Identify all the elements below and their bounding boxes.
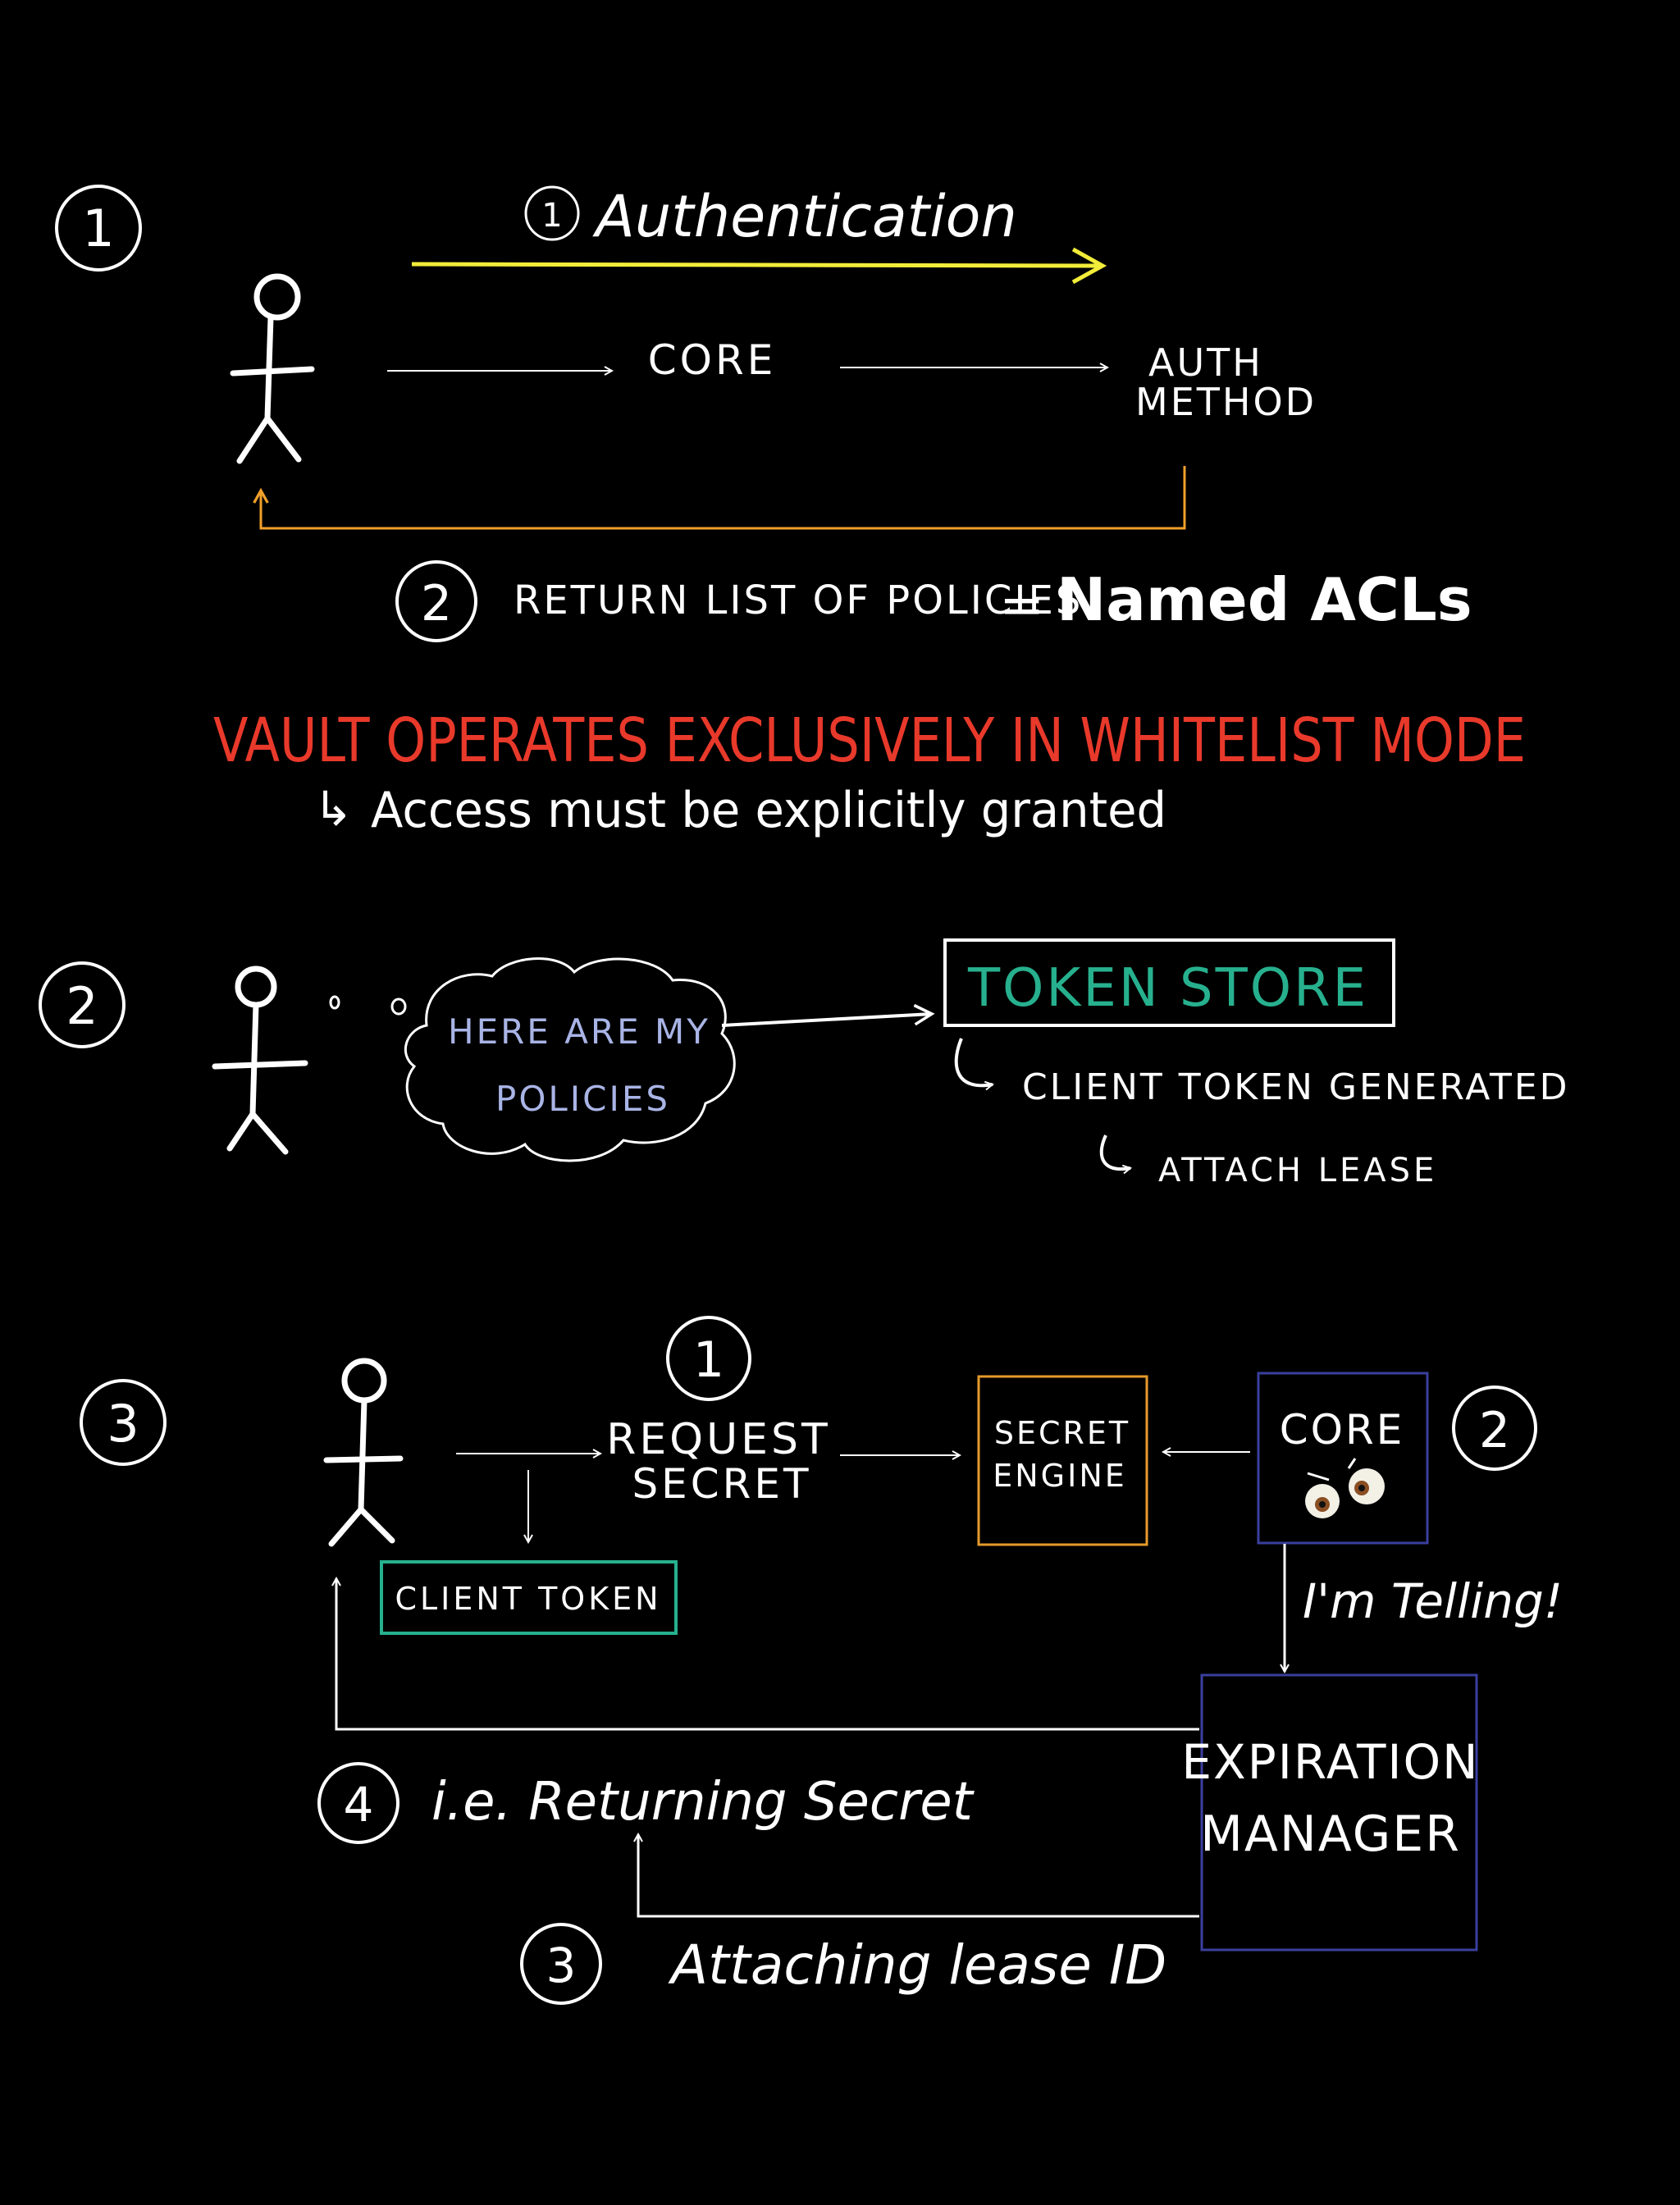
secret-engine-line-1: SECRET — [994, 1415, 1130, 1451]
user-stick-figure — [323, 1358, 404, 1547]
equals-sign: = — [999, 573, 1044, 637]
section-3-number: 3 — [107, 1394, 139, 1454]
attach-lease-hook-arrow — [1099, 1134, 1130, 1169]
auth-step-1-number: 1 — [541, 197, 562, 235]
authentication-arrow — [411, 247, 1107, 285]
lease-step-3-circle — [520, 1923, 602, 2005]
secret-engine-box — [977, 1375, 1148, 1546]
section-2-number-circle — [39, 961, 126, 1048]
user-stick-figure — [212, 966, 308, 1155]
user-stick-figure — [230, 273, 315, 464]
expiration-manager-line-1: EXPIRATION — [1181, 1734, 1479, 1790]
return-step-2-number: 2 — [421, 575, 452, 632]
client-token-box — [380, 1560, 678, 1635]
section-1-number-circle — [55, 185, 142, 272]
return-step-4-circle — [317, 1762, 399, 1844]
thought-dot-medium — [390, 998, 407, 1016]
request-line-2: SECRET — [632, 1460, 811, 1508]
return-policies-label: RETURN LIST OF POLICIES — [514, 578, 1083, 623]
core-step-2-number: 2 — [1479, 1402, 1510, 1459]
thought-cloud — [404, 957, 736, 1162]
policies-return-arrow — [261, 466, 1186, 530]
request-line-1: REQUEST — [606, 1415, 831, 1464]
authentication-label: Authentication — [592, 183, 1017, 250]
token-store-label: TOKEN STORE — [967, 958, 1368, 1019]
im-telling-label: I'm Telling! — [1303, 1573, 1563, 1629]
return-step-2-circle — [395, 560, 477, 642]
expiration-manager-line-2: MANAGER — [1200, 1806, 1461, 1863]
named-acls-label: Named ACLs — [1057, 565, 1472, 634]
attach-lease-label: ATTACH LEASE — [1158, 1152, 1437, 1189]
policies-to-token-store-arrow — [721, 1003, 935, 1027]
auth-method-line-2: METHOD — [1135, 380, 1317, 424]
lease-step-3-number: 3 — [546, 1938, 577, 1993]
attach-lease-arrow — [638, 1834, 1199, 1918]
core-label: CORE — [648, 336, 777, 384]
whitelist-headline: VAULT OPERATES EXCLUSIVELY IN WHITELIST … — [213, 705, 1526, 776]
core-box-label: CORE — [1280, 1406, 1405, 1454]
auth-method-line-1: AUTH — [1148, 340, 1263, 385]
thought-dot-small — [329, 995, 340, 1010]
request-step-1-circle — [666, 1316, 751, 1401]
section-3: 3 1 REQUEST SECRET SECRET ENGINE CORE — [80, 1316, 1563, 2005]
expiration-manager-box — [1200, 1673, 1478, 1952]
attaching-lease-label: Attaching lease ID — [668, 1933, 1166, 1997]
return-step-4-number: 4 — [344, 1777, 374, 1833]
auth-step-1-circle — [524, 185, 580, 241]
thought-line-2: POLICIES — [495, 1079, 670, 1119]
section-1-number: 1 — [82, 199, 114, 258]
section-2-number: 2 — [66, 976, 98, 1036]
thought-line-1: HERE ARE MY — [448, 1011, 710, 1052]
core-step-2-circle — [1452, 1386, 1537, 1471]
return-secret-arrow — [336, 1578, 1199, 1731]
whitelist-note: VAULT OPERATES EXCLUSIVELY IN WHITELIST … — [213, 705, 1526, 839]
returning-secret-label: i.e. Returning Secret — [431, 1772, 975, 1833]
secret-engine-line-2: ENGINE — [993, 1458, 1127, 1494]
section-1: 1 1 Authentication CORE AUTH METHOD 2 RE… — [55, 183, 1472, 642]
core-box — [1257, 1372, 1429, 1545]
googly-eyes-icon — [1305, 1458, 1385, 1518]
sub-arrow-glyph: ↳ — [313, 781, 354, 837]
token-store-box — [943, 938, 1395, 1027]
request-step-1-number: 1 — [693, 1331, 724, 1389]
client-token-generated-label: CLIENT TOKEN GENERATED — [1022, 1066, 1570, 1108]
client-token-hook-arrow — [954, 1038, 993, 1085]
section-3-number-circle — [80, 1379, 167, 1466]
access-explicit-note: Access must be explicitly granted — [371, 782, 1166, 839]
section-2: 2 HERE ARE MY POLICIES TOKEN STORE CLIEN… — [39, 938, 1570, 1189]
client-token-label: CLIENT TOKEN — [395, 1581, 661, 1617]
